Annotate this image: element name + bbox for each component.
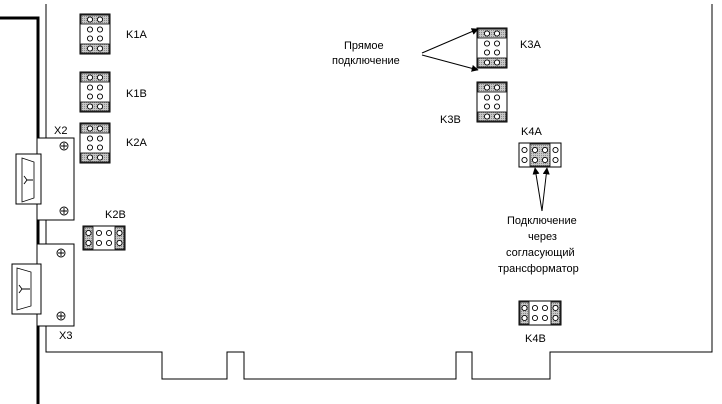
arrow-to-k3a-top bbox=[421, 28, 479, 54]
jumper-k1a[interactable] bbox=[79, 13, 111, 55]
annotation-direct-line1: Прямое bbox=[344, 40, 384, 52]
annotation-transformer-line1: Подключение bbox=[507, 215, 577, 227]
jumper-k3b[interactable] bbox=[476, 81, 508, 123]
arrow-to-k3a-bottom bbox=[421, 54, 479, 72]
connector-x3 bbox=[11, 243, 75, 327]
mounting-bracket bbox=[0, 16, 40, 404]
label-k3a: K3A bbox=[520, 39, 541, 51]
label-k2a: K2A bbox=[126, 137, 147, 149]
annotation-direct-line2: подключение bbox=[332, 55, 400, 67]
arrow-to-k4a-left bbox=[532, 167, 543, 212]
jumper-k4b[interactable] bbox=[518, 300, 562, 326]
card-outline bbox=[45, 4, 713, 380]
jumper-k2a[interactable] bbox=[79, 122, 111, 164]
label-k4b: K4B bbox=[525, 333, 546, 345]
arrow-to-k4a-right bbox=[541, 167, 550, 212]
annotation-transformer-line2: через bbox=[528, 231, 557, 243]
jumper-k4a[interactable] bbox=[518, 142, 562, 168]
connector-x2 bbox=[15, 137, 75, 221]
label-k2b: K2B bbox=[105, 209, 126, 221]
label-k1b: K1B bbox=[126, 88, 147, 100]
jumper-k2b[interactable] bbox=[82, 225, 126, 251]
edge-notch-2 bbox=[455, 351, 473, 379]
jumper-k1b[interactable] bbox=[79, 71, 111, 113]
label-k1a: K1A bbox=[126, 29, 147, 41]
edge-notch-1 bbox=[226, 351, 245, 379]
label-x2: X2 bbox=[54, 125, 67, 137]
label-k3b: K3B bbox=[440, 114, 461, 126]
annotation-transformer-line4: трансформатор bbox=[498, 263, 579, 275]
jumper-k3a[interactable] bbox=[476, 27, 508, 69]
label-k4a: K4A bbox=[521, 126, 542, 138]
label-x3: X3 bbox=[59, 330, 72, 342]
annotation-transformer-line3: согласующий bbox=[506, 247, 575, 259]
